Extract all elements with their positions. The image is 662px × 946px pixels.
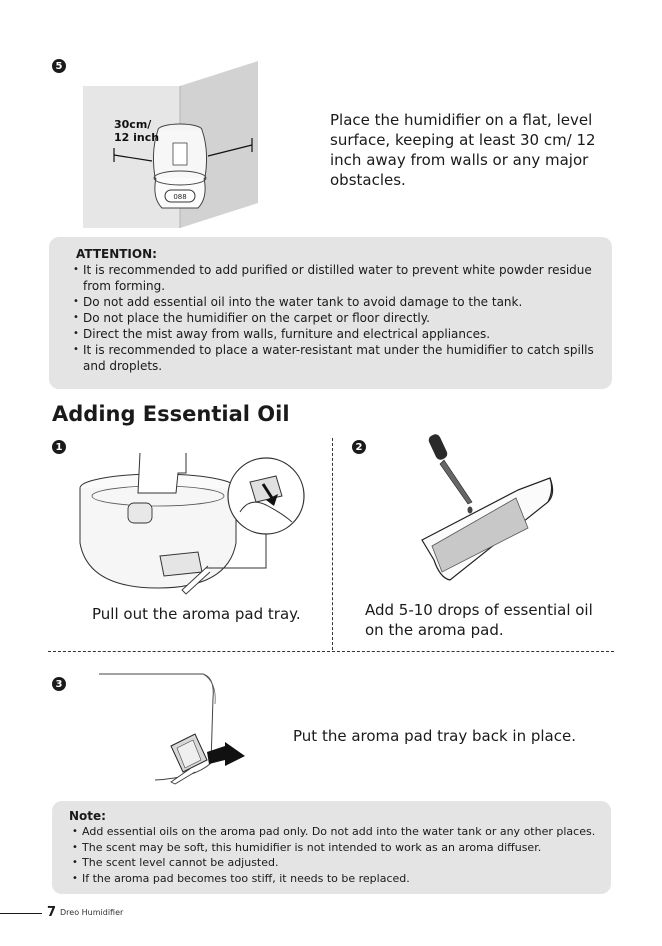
- display-readout: 088: [173, 193, 186, 201]
- note-panel: Note: Add essential oils on the aroma pa…: [52, 801, 611, 894]
- page-number: 7: [47, 905, 57, 920]
- note-item: If the aroma pad becomes too stiff, it n…: [72, 871, 607, 887]
- note-item: The scent level cannot be adjusted.: [72, 855, 607, 871]
- humidifier-wall-distance-illustration: 088 30cm/ 12 inch: [83, 61, 258, 228]
- attention-item: Do not place the humidifier on the carpe…: [73, 310, 603, 326]
- attention-panel: ATTENTION: It is recommended to add puri…: [49, 237, 612, 389]
- distance-label-line2: 12 inch: [114, 131, 159, 144]
- attention-item: It is recommended to add purified or dis…: [73, 262, 603, 294]
- section-title: Adding Essential Oil: [52, 402, 290, 426]
- attention-item: Do not add essential oil into the water …: [73, 294, 603, 310]
- step-number-5: 5: [52, 59, 66, 73]
- step-number-3: 3: [52, 677, 66, 691]
- note-title: Note:: [69, 809, 106, 823]
- distance-label-line1: 30cm/: [114, 118, 152, 131]
- row-divider: [48, 651, 614, 652]
- footer-rule: [0, 913, 42, 914]
- step-number-1: 1: [52, 440, 66, 454]
- attention-list: It is recommended to add purified or dis…: [73, 262, 603, 374]
- note-list: Add essential oils on the aroma pad only…: [72, 824, 607, 886]
- note-item: Add essential oils on the aroma pad only…: [72, 824, 607, 840]
- attention-title: ATTENTION:: [76, 247, 157, 261]
- attention-item: It is recommended to place a water-resis…: [73, 342, 603, 374]
- column-divider: [332, 438, 333, 650]
- note-item: The scent may be soft, this humidifier i…: [72, 840, 607, 856]
- attention-item: Direct the mist away from walls, furnitu…: [73, 326, 603, 342]
- oil-step1-caption: Pull out the aroma pad tray.: [92, 605, 301, 623]
- step-number-2: 2: [352, 440, 366, 454]
- oil-step3-caption: Put the aroma pad tray back in place.: [293, 727, 576, 745]
- insert-tray-illustration: [99, 673, 245, 785]
- footer-brand: Dreo Humidifier: [60, 908, 124, 917]
- step5-caption: Place the humidifier on a flat, level su…: [330, 111, 596, 189]
- drops-on-pad-illustration: [421, 434, 554, 581]
- pull-out-tray-illustration: [79, 452, 305, 595]
- oil-step2-caption: Add 5-10 drops of essential oil on the a…: [365, 601, 593, 639]
